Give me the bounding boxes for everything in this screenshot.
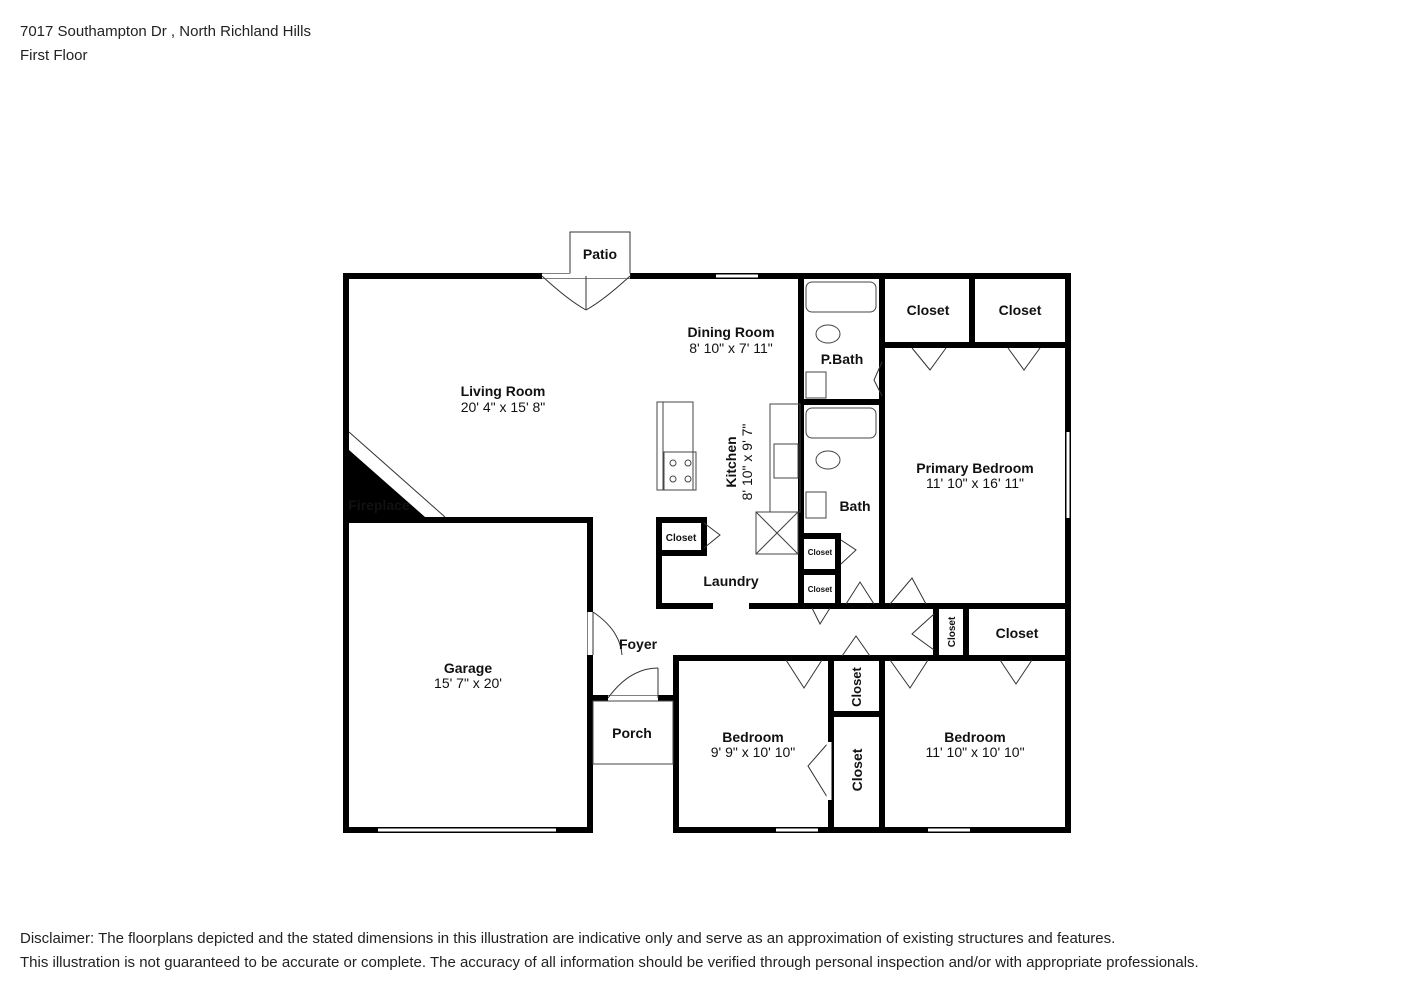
foyer-label: Foyer bbox=[619, 636, 658, 652]
closet-mid-lower-label: Closet bbox=[849, 748, 865, 791]
bath-label: Bath bbox=[839, 498, 870, 514]
kitchen-dims: 8' 10" x 9' 7" bbox=[739, 424, 755, 501]
patio-label: Patio bbox=[583, 246, 617, 262]
patio-area bbox=[569, 231, 631, 277]
bedroom-left-label: Bedroom bbox=[722, 729, 783, 745]
garage-door bbox=[587, 611, 623, 656]
porch-label: Porch bbox=[612, 725, 652, 741]
garage-label: Garage bbox=[444, 660, 492, 676]
living-room-label: Living Room bbox=[461, 383, 546, 399]
kitchen-fixtures bbox=[656, 401, 801, 555]
bedroom-right-label: Bedroom bbox=[944, 729, 1005, 745]
primary-bedroom-label: Primary Bedroom bbox=[916, 460, 1033, 476]
primary-bedroom-dims: 11' 10" x 16' 11" bbox=[926, 475, 1024, 491]
walls bbox=[343, 273, 1071, 833]
dining-room-label: Dining Room bbox=[687, 324, 774, 340]
bedroom-right-dims: 11' 10" x 10' 10" bbox=[925, 744, 1024, 760]
disclaimer-line-2: This illustration is not guaranteed to b… bbox=[20, 954, 1199, 971]
closet-bath-lower-label: Closet bbox=[808, 585, 833, 594]
garage-dims: 15' 7" x 20' bbox=[434, 675, 502, 691]
address-title: 7017 Southampton Dr , North Richland Hil… bbox=[20, 23, 311, 40]
closet-hall-right-label: Closet bbox=[996, 625, 1039, 641]
closet-kitchen-label: Closet bbox=[666, 533, 697, 544]
windows bbox=[378, 274, 1070, 832]
bath-fixtures bbox=[805, 281, 877, 519]
disclaimer-line-1: Disclaimer: The floorplans depicted and … bbox=[20, 930, 1116, 947]
front-door bbox=[607, 667, 659, 701]
porch-area bbox=[592, 700, 674, 765]
pbath-label: P.Bath bbox=[821, 351, 864, 367]
patio-doors bbox=[541, 273, 631, 311]
window-lines bbox=[378, 273, 1071, 833]
laundry-label: Laundry bbox=[703, 573, 758, 589]
bedroom-left-dims: 9' 9" x 10' 10" bbox=[711, 744, 796, 760]
closet-top-right-label: Closet bbox=[999, 302, 1042, 318]
fireplace-shape bbox=[349, 450, 425, 517]
dining-room-dims: 8' 10" x 7' 11" bbox=[689, 340, 773, 356]
living-room-dims: 20' 4" x 15' 8" bbox=[461, 399, 546, 415]
interior-doors bbox=[703, 347, 1041, 801]
closet-mid-upper-label: Closet bbox=[849, 666, 864, 706]
kitchen-label: Kitchen bbox=[723, 436, 739, 487]
closet-hall-vertical-label: Closet bbox=[947, 616, 958, 647]
fireplace-label: Fireplace bbox=[348, 497, 410, 513]
closet-top-left-label: Closet bbox=[907, 302, 950, 318]
floor-label: First Floor bbox=[20, 47, 88, 64]
closet-bath-upper-label: Closet bbox=[808, 548, 833, 557]
